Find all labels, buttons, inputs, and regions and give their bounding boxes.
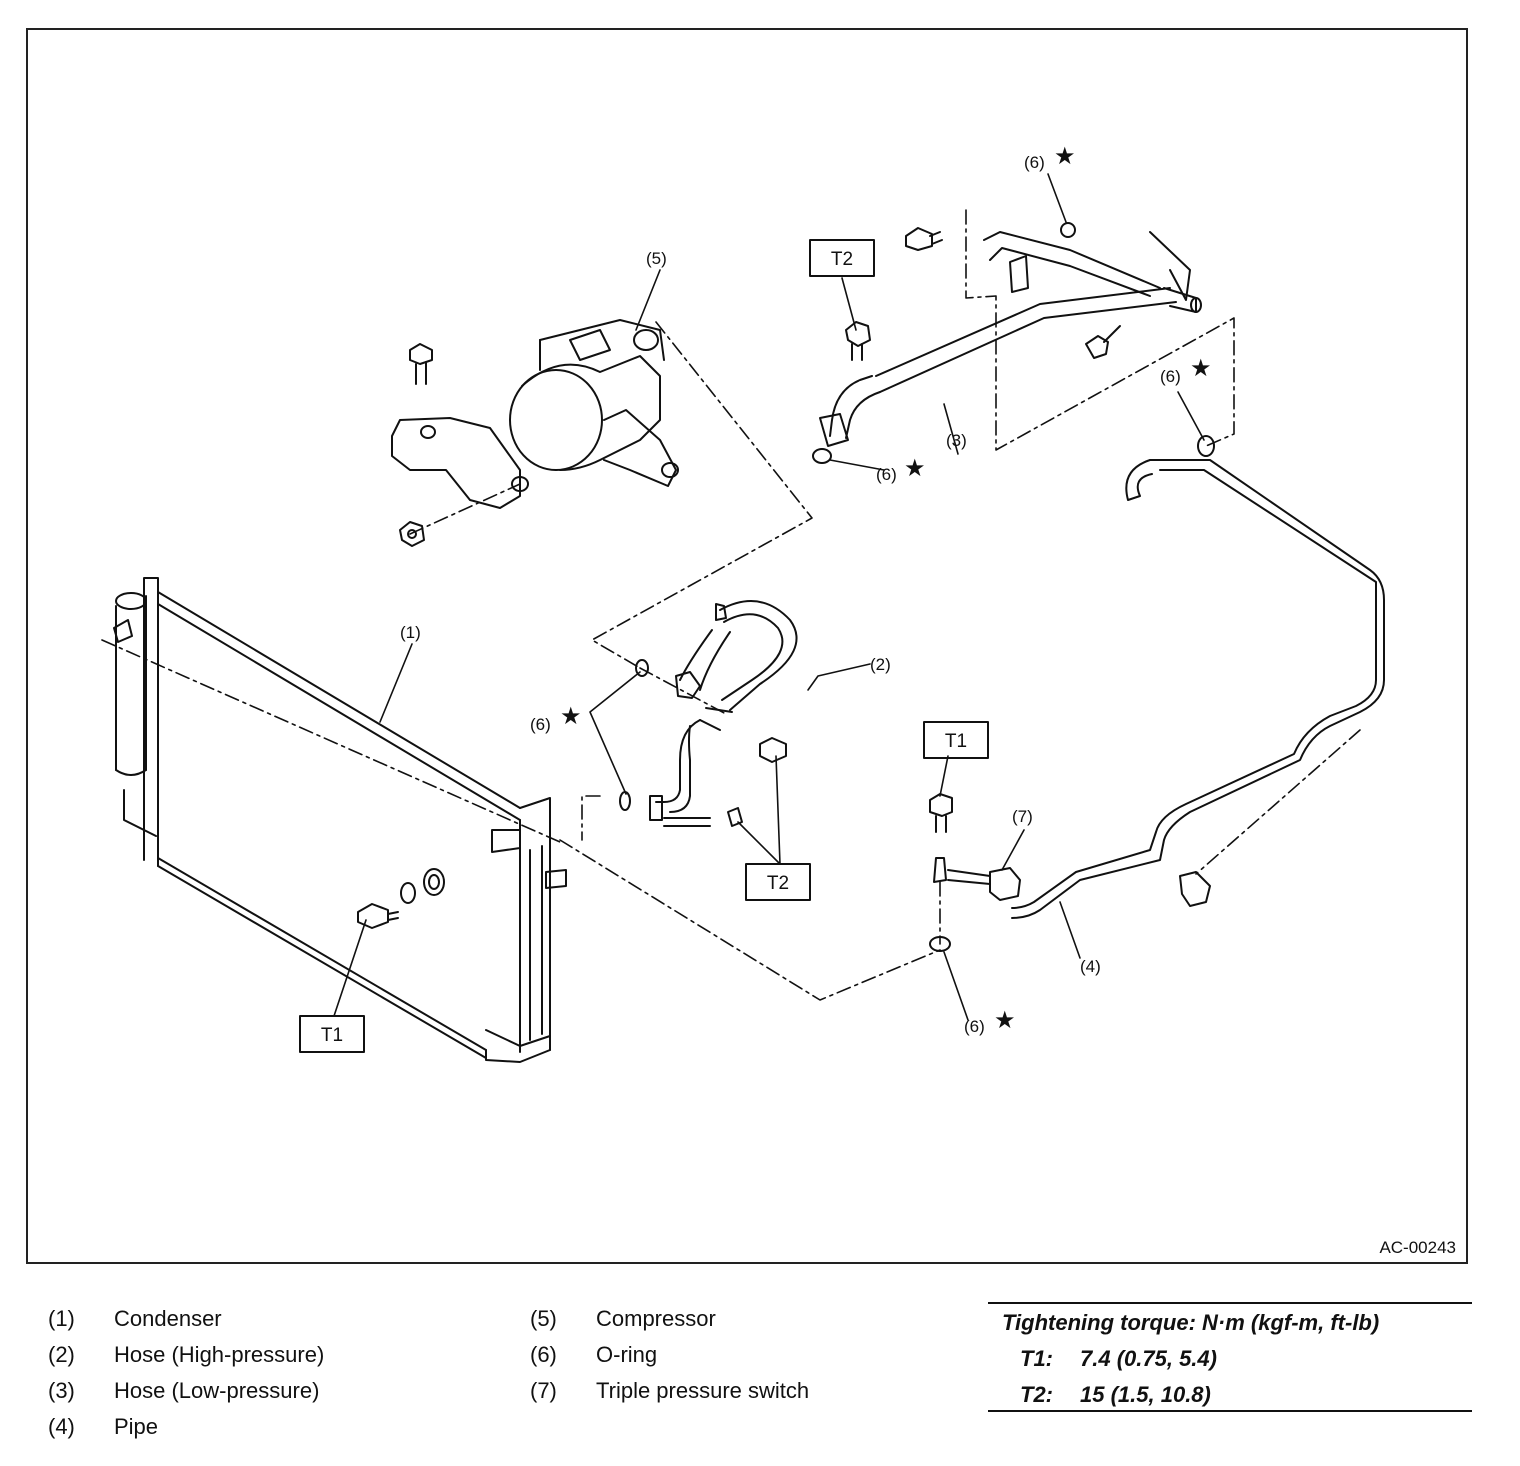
callout-1: (1) [400, 623, 421, 642]
star-icon: ★ [1190, 354, 1212, 382]
legend-label: O-ring [596, 1342, 658, 1367]
legend-column-left: (1) Condenser (2) Hose (High-pressure) (… [48, 1306, 468, 1446]
callout-2: (2) [870, 655, 891, 674]
callout-7: (7) [1012, 807, 1033, 826]
pipe-drawing [929, 459, 1385, 919]
torque-t2-value: 15 (1.5, 10.8) [1080, 1382, 1211, 1407]
condenser-drawing [113, 577, 567, 1063]
callout-6-right: (6) [1160, 367, 1181, 386]
t2-label-top: T2 [831, 249, 853, 270]
hose-high-pressure-drawing [649, 600, 798, 827]
callout-6-mid: (6) [876, 465, 897, 484]
star-icon: ★ [560, 702, 582, 730]
star-icon: ★ [1054, 142, 1076, 170]
legend-number: (7) [530, 1378, 557, 1403]
condenser-bolt-t1 [357, 868, 445, 929]
t1-label-left: T1 [321, 1025, 343, 1046]
callout-5: (5) [646, 249, 667, 268]
torque-table: Tightening torque: N·m (kgf-m, ft-lb) T1… [988, 1302, 1472, 1412]
diagram-frame: T2 T2 T1 T1 (1) (2) (3) (4) (5) (7) (6) … [26, 28, 1468, 1264]
callout-6-top: (6) [1024, 153, 1045, 172]
callout-6-bottom: (6) [964, 1017, 985, 1036]
star-icon: ★ [904, 454, 926, 482]
legend-number: (5) [530, 1306, 557, 1331]
torque-t1-key: T1: [1020, 1346, 1053, 1371]
alignment-lines [101, 209, 1361, 1001]
legend-number: (2) [48, 1342, 75, 1367]
torque-t1-value: 7.4 (0.75, 5.4) [1080, 1346, 1217, 1371]
callout-3: (3) [946, 431, 967, 450]
legend-label: Triple pressure switch [596, 1378, 810, 1403]
t1-label-right: T1 [945, 731, 967, 752]
o-rings [619, 435, 1215, 952]
legend-number: (6) [530, 1342, 557, 1367]
callout-4: (4) [1080, 957, 1101, 976]
legend-number: (4) [48, 1414, 75, 1439]
legend-label: Pipe [114, 1414, 159, 1439]
star-icon: ★ [994, 1006, 1016, 1034]
legend-column-right: (5) Compressor (6) O-ring (7) Triple pre… [530, 1306, 950, 1416]
torque-box-t1-right: T1 [923, 721, 989, 759]
legend-label: Hose (Low-pressure) [114, 1378, 320, 1403]
leader-lines [333, 173, 1205, 1021]
legend-label: Compressor [596, 1306, 716, 1331]
legend-number: (1) [48, 1306, 75, 1331]
figure-id: AC-00243 [1379, 1238, 1456, 1257]
exploded-view-drawing: T2 T2 T1 T1 (1) (2) (3) (4) (5) (7) (6) … [101, 142, 1385, 1063]
torque-box-t2-top: T2 [809, 239, 875, 277]
torque-heading: Tightening torque: N·m (kgf-m, ft-lb) [1002, 1310, 1380, 1335]
callout-6-left: (6) [530, 715, 551, 734]
t2-label-bottom: T2 [767, 873, 789, 894]
compressor-drawing [391, 319, 679, 547]
torque-t2-key: T2: [1020, 1382, 1053, 1407]
torque-box-t2-bottom: T2 [745, 863, 811, 901]
legend-label: Condenser [114, 1306, 222, 1331]
legend-number: (3) [48, 1378, 75, 1403]
torque-box-t1-left: T1 [299, 1015, 365, 1053]
hose-low-pressure-drawing [819, 222, 1202, 447]
legend-label: Hose (High-pressure) [114, 1342, 325, 1367]
